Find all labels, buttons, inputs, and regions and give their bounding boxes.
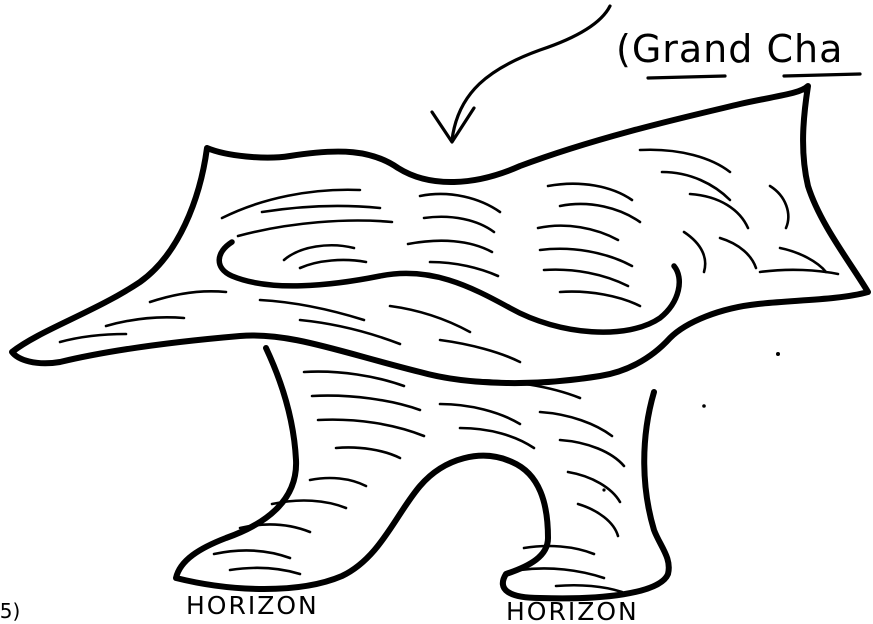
- title-group: (Grand Cha: [616, 27, 860, 78]
- throat-contours: [214, 372, 624, 592]
- horizon-label-left: HORIZON: [186, 591, 319, 620]
- arrow-shaft: [452, 6, 610, 140]
- corner-mark: (5): [0, 599, 20, 623]
- stray-dots: [602, 352, 780, 492]
- upper-sheet-outline: [12, 86, 868, 383]
- diagram-title: (Grand Cha: [616, 27, 843, 71]
- pointer-arrow: [432, 6, 610, 142]
- title-underline-1: [648, 76, 725, 78]
- lower-throat-outline: [176, 348, 669, 598]
- horizon-label-right: HORIZON: [506, 597, 639, 624]
- title-underline-2: [784, 74, 860, 76]
